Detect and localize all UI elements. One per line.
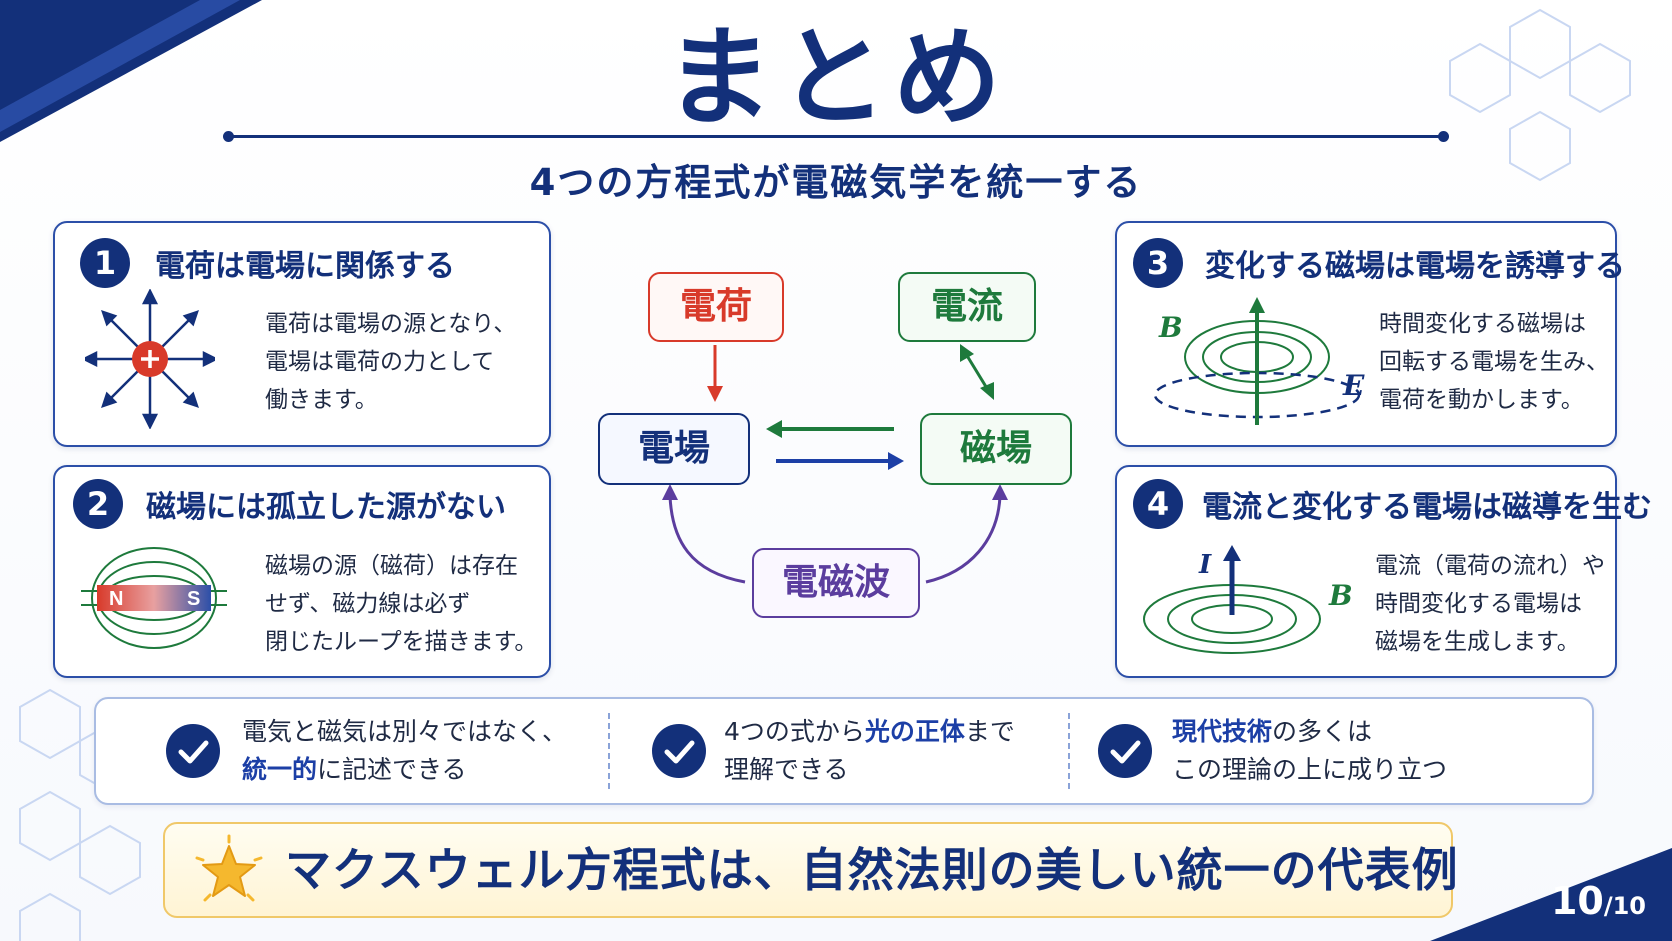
slide-subtitle: 4つの方程式が電磁気学を統一する xyxy=(529,161,1143,204)
diagram-node-electric-field: 電場 xyxy=(598,413,750,485)
magnetic-field-symbol: B xyxy=(1328,579,1353,612)
card-body: 電荷は電場の源となり、 電場は電荷の力として 働きます。 xyxy=(265,305,516,419)
card-number: 2 xyxy=(73,479,123,529)
summary-line: 統一的に記述できる xyxy=(242,755,467,784)
check-icon xyxy=(1098,724,1152,778)
corner-stripe-top-left xyxy=(0,0,262,142)
card-line: 時間変化する電場は xyxy=(1375,591,1582,617)
summary-item-1: 電気と磁気は別々ではなく、 統一的に記述できる xyxy=(96,699,596,803)
banner-text: マクスウェル方程式は、自然法則の美しい統一の代表例 xyxy=(285,843,1459,897)
check-icon xyxy=(652,724,706,778)
summary-line: この理論の上に成り立つ xyxy=(1172,755,1448,784)
card-line: せず、磁力線は必ず xyxy=(265,591,471,617)
summary-row: 電気と磁気は別々ではなく、 統一的に記述できる 4つの式から光の正体まで 理解で… xyxy=(94,697,1594,805)
card-line: 時間変化する磁場は xyxy=(1379,311,1586,337)
card-body: 電流（電荷の流れ）や 時間変化する電場は 磁場を生成します。 xyxy=(1375,547,1605,661)
check-icon xyxy=(166,724,220,778)
summary-item-3: 現代技術の多くは この理論の上に成り立つ xyxy=(1076,699,1576,803)
summary-separator xyxy=(608,713,610,789)
relationship-diagram-arrows xyxy=(662,344,1008,584)
summary-separator xyxy=(1068,713,1070,789)
summary-line: 4つの式から光の正体まで xyxy=(724,717,1015,746)
card-line: 電荷は電場の源となり、 xyxy=(265,311,517,337)
corner-stripe-accent xyxy=(0,0,240,132)
title-divider xyxy=(223,131,1449,142)
card-faraday: 3 変化する磁場は電場を誘導する B E 時間変化する磁場は 回転する電場を生み… xyxy=(1115,221,1625,447)
conclusion-banner: マクスウェル方程式は、自然法則の美しい統一の代表例 xyxy=(163,822,1458,918)
summary-line: 電気と磁気は別々ではなく、 xyxy=(242,717,568,746)
induction-field-icon: B E xyxy=(1153,297,1365,425)
current-symbol: I xyxy=(1198,550,1212,580)
card-title: 電荷は電場に関係する xyxy=(155,249,455,284)
magnet-south-label: S xyxy=(187,588,200,610)
card-body: 時間変化する磁場は 回転する電場を生み、 電荷を動かします。 xyxy=(1379,305,1609,419)
card-line: 電場は電荷の力として xyxy=(265,349,495,375)
magnet-north-label: N xyxy=(109,588,123,610)
summary-highlight: 現代技術 xyxy=(1172,717,1273,746)
card-line: 電荷を動かします。 xyxy=(1379,387,1584,413)
summary-highlight: 統一的 xyxy=(242,755,318,784)
card-line: 働きます。 xyxy=(265,387,378,413)
card-title: 変化する磁場は電場を誘導する xyxy=(1205,249,1625,284)
card-line: 磁場の源（磁荷）は存在 xyxy=(265,553,518,579)
diagram-node-magnetic-field: 磁場 xyxy=(920,413,1072,485)
corner-stripe-bottom-right xyxy=(1430,848,1672,941)
card-body: 磁場の源（磁荷）は存在 せず、磁力線は必ず 閉じたループを描きます。 xyxy=(265,547,537,661)
diagram-node-current: 電流 xyxy=(898,272,1036,342)
card-ampere-maxwell: 4 電流と変化する電場は磁導を生む I B 電流（電荷の流れ）や 時間変化する電… xyxy=(1115,465,1652,678)
hexagon-pattern xyxy=(19,8,1631,941)
current-magnetic-field-icon: I B xyxy=(1143,545,1353,654)
card-gauss-electric: 1 電荷は電場に関係する 電荷は電場の源となり、 電場は電荷の力として 働きます… xyxy=(53,221,551,447)
card-title: 磁場には孤立した源がない xyxy=(146,490,506,525)
card-line: 閉じたループを描きます。 xyxy=(265,629,538,655)
bar-magnet-field-icon: N S xyxy=(81,547,227,649)
electric-field-symbol: E xyxy=(1342,369,1365,402)
card-line: 電流（電荷の流れ）や xyxy=(1375,553,1605,579)
card-title: 電流と変化する電場は磁導を生む xyxy=(1202,490,1652,525)
summary-line: 理解できる xyxy=(724,755,849,784)
summary-highlight: 光の正体 xyxy=(864,717,965,746)
star-icon xyxy=(195,834,263,902)
diagram-node-em-wave: 電磁波 xyxy=(752,548,920,618)
summary-item-2: 4つの式から光の正体まで 理解できる xyxy=(616,699,1066,803)
page-number: 10/10 xyxy=(1550,879,1646,923)
card-number: 1 xyxy=(80,238,130,288)
card-number: 3 xyxy=(1133,238,1183,288)
card-number: 4 xyxy=(1133,479,1183,529)
card-line: 回転する電場を生み、 xyxy=(1379,349,1609,375)
card-gauss-magnetic: 2 磁場には孤立した源がない N S 磁場の源（磁荷）は存在 せず、磁力線は必ず… xyxy=(53,465,551,678)
magnetic-field-symbol: B xyxy=(1158,311,1183,344)
summary-line: 現代技術の多くは xyxy=(1172,717,1373,746)
point-charge-field-icon xyxy=(85,289,215,429)
slide-title: まとめ xyxy=(664,16,1007,141)
diagram-node-charge: 電荷 xyxy=(648,272,784,342)
card-line: 磁場を生成します。 xyxy=(1375,629,1580,655)
